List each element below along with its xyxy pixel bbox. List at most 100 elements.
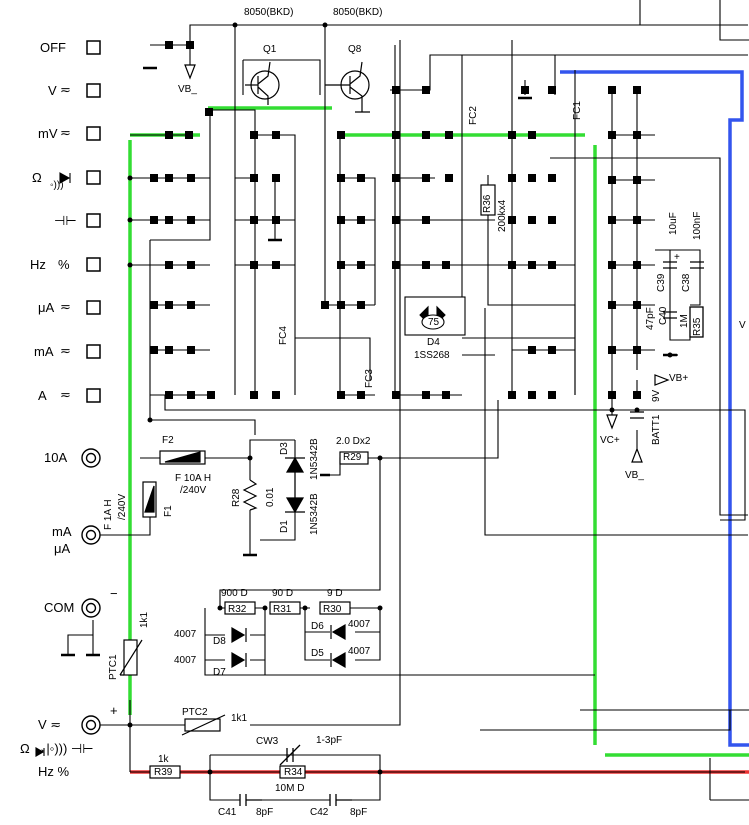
r34-value: 10M D bbox=[275, 783, 305, 794]
r36-value: 200kx4 bbox=[497, 199, 508, 232]
r29-label: R29 bbox=[343, 452, 362, 463]
pad bbox=[337, 301, 345, 309]
d4-package bbox=[404, 296, 466, 336]
pad bbox=[337, 261, 345, 269]
pad bbox=[548, 346, 556, 354]
pad bbox=[337, 216, 345, 224]
pad bbox=[165, 131, 173, 139]
pad bbox=[150, 216, 158, 224]
pad bbox=[187, 346, 195, 354]
wiring bbox=[67, 0, 749, 801]
pad bbox=[445, 174, 453, 182]
d4-mark: 75 bbox=[428, 317, 440, 328]
pad bbox=[185, 131, 193, 139]
c41-label: C41 bbox=[218, 807, 237, 818]
pad bbox=[608, 261, 616, 269]
jack-label-v: V ≂ bbox=[38, 717, 62, 732]
fc3-label: FC3 bbox=[364, 369, 375, 388]
pad bbox=[321, 301, 329, 309]
switch-boxes bbox=[86, 40, 101, 403]
d8-value: 4007 bbox=[174, 629, 197, 640]
pad bbox=[442, 391, 450, 399]
pad bbox=[272, 391, 280, 399]
pad bbox=[187, 391, 195, 399]
pad bbox=[357, 261, 365, 269]
jack-label-hz: Hz % bbox=[38, 764, 70, 779]
r34-symbol bbox=[279, 765, 306, 779]
pad bbox=[186, 41, 194, 49]
jack-label-ma: mA bbox=[52, 524, 72, 539]
ground-symbols bbox=[61, 66, 677, 657]
pad bbox=[422, 216, 430, 224]
f2-voltage: /240V bbox=[180, 485, 207, 496]
pad bbox=[633, 216, 641, 224]
diode-glyphs bbox=[35, 172, 71, 757]
pad bbox=[633, 131, 641, 139]
fc1-label: FC1 bbox=[572, 101, 583, 120]
cw3-value: 1-3pF bbox=[316, 735, 343, 746]
pad bbox=[608, 391, 616, 399]
jack-label-10a: 10A bbox=[44, 450, 68, 465]
r28-symbol bbox=[242, 479, 258, 511]
r39-label: R39 bbox=[154, 767, 173, 778]
pad bbox=[205, 108, 213, 116]
d7-label: D7 bbox=[213, 667, 226, 678]
pad bbox=[392, 391, 400, 399]
f1-voltage: /240V bbox=[117, 493, 128, 520]
pad bbox=[508, 391, 516, 399]
pad bbox=[150, 346, 158, 354]
pad bbox=[150, 174, 158, 182]
q1-label: Q1 bbox=[263, 44, 277, 55]
c39-plus: + bbox=[674, 252, 680, 263]
pad bbox=[548, 261, 556, 269]
r39-value: 1k bbox=[158, 754, 169, 765]
jack-label-ohm: Ω →|◦))) ⊣⊢ bbox=[20, 741, 94, 756]
pad bbox=[272, 216, 280, 224]
vb-minus-top-label: VB_ bbox=[178, 84, 197, 95]
q1-type-label: 8050(BKD) bbox=[244, 7, 294, 18]
pad bbox=[357, 174, 365, 182]
c42-label: C42 bbox=[310, 807, 329, 818]
fc4-label: FC4 bbox=[278, 326, 289, 345]
pad bbox=[357, 216, 365, 224]
c39-label: C39 bbox=[656, 273, 667, 292]
v-plus-sign: + bbox=[110, 703, 118, 718]
ptc1-label: PTC1 bbox=[108, 654, 119, 680]
cw3-label: CW3 bbox=[256, 736, 279, 747]
pad bbox=[207, 391, 215, 399]
jack-label-ua: μA bbox=[54, 541, 71, 556]
batt-label: BATT1 bbox=[651, 414, 662, 445]
pad bbox=[528, 346, 536, 354]
pad bbox=[165, 41, 173, 49]
pad bbox=[548, 216, 556, 224]
pad bbox=[422, 391, 430, 399]
pad bbox=[392, 261, 400, 269]
r31-value: 90 D bbox=[272, 588, 294, 599]
transistor-q1-symbol bbox=[245, 61, 280, 105]
acdc-symbol: ≂ bbox=[60, 82, 71, 97]
pad bbox=[608, 176, 616, 184]
pad bbox=[250, 174, 258, 182]
right-passives bbox=[630, 261, 704, 419]
d8-label: D8 bbox=[213, 636, 226, 647]
pad bbox=[633, 391, 641, 399]
d3-type: 1N5342B bbox=[309, 438, 320, 480]
switch-label-text: mV bbox=[38, 126, 58, 141]
pad bbox=[392, 174, 400, 182]
pad bbox=[442, 261, 450, 269]
d5-value: 4007 bbox=[348, 646, 371, 657]
pad bbox=[392, 131, 400, 139]
pad bbox=[548, 174, 556, 182]
r35-label: R35 bbox=[692, 317, 703, 336]
switch-label-text: Ω bbox=[32, 170, 42, 185]
ptc1-value: 1k1 bbox=[139, 611, 150, 628]
pad bbox=[165, 391, 173, 399]
pad bbox=[528, 216, 536, 224]
r34-label: R34 bbox=[284, 767, 303, 778]
r36-symbol bbox=[480, 184, 496, 216]
c41-value: 8pF bbox=[256, 807, 274, 818]
percent-symbol: % bbox=[58, 257, 70, 272]
q8-label: Q8 bbox=[348, 44, 362, 55]
d5-label: D5 bbox=[311, 648, 324, 659]
